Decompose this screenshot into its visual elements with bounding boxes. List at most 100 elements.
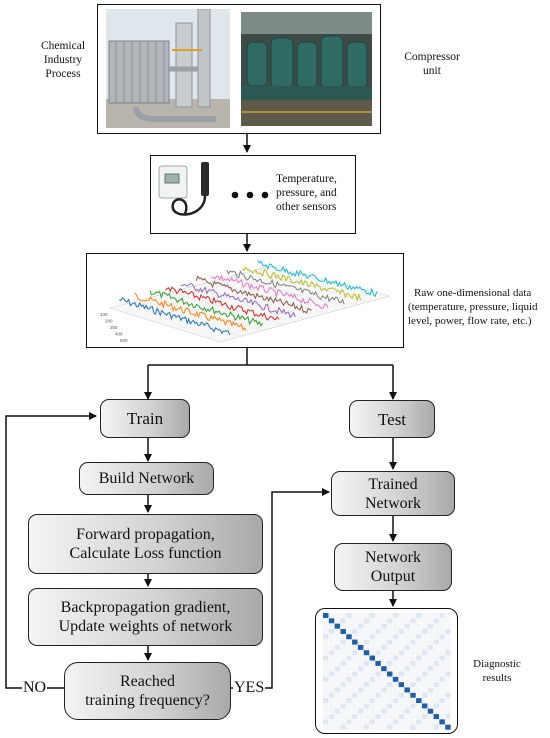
- matrix-cell: [334, 660, 341, 666]
- matrix-cell: [387, 634, 393, 640]
- matrix-cell: [346, 660, 352, 666]
- matrix-cell: [404, 666, 410, 672]
- matrix-cell: [328, 623, 335, 629]
- matrix-cell: [427, 724, 434, 730]
- ellipsis-dots: [229, 187, 271, 199]
- matrix-cell: [328, 724, 335, 730]
- matrix-cell: [352, 703, 358, 709]
- matrix-cell: [352, 650, 358, 656]
- matrix-cell: [363, 698, 370, 704]
- yes-label: YES: [233, 679, 266, 697]
- matrix-cell: [357, 692, 364, 698]
- matrix-cell: [410, 634, 416, 640]
- matrix-cell: [392, 714, 399, 720]
- matrix-cell: [346, 644, 352, 650]
- matrix-cell: [433, 698, 440, 704]
- matrix-cell: [375, 655, 381, 661]
- matrix-cell: [416, 687, 422, 693]
- matrix-cell: [334, 655, 341, 661]
- matrix-cell: [334, 703, 341, 709]
- matrix-cell: [369, 708, 376, 714]
- matrix-cell: [392, 698, 399, 704]
- matrix-cell: [352, 613, 358, 618]
- matrix-cell: [352, 698, 358, 704]
- matrix-cell: [363, 703, 370, 709]
- matrix-cell: [427, 692, 434, 698]
- matrix-cell: [328, 660, 335, 666]
- matrix-cell: [357, 687, 364, 693]
- matrix-cell: [334, 634, 341, 640]
- matrix-cell: [439, 666, 445, 672]
- matrix-cell: [404, 692, 410, 698]
- matrix-cell: [369, 687, 376, 693]
- matrix-cell: [416, 671, 422, 677]
- matrix-cell: [363, 634, 370, 640]
- matrix-diagonal-cell: [387, 671, 393, 677]
- matrix-cell: [439, 655, 445, 661]
- matrix-cell: [387, 676, 393, 682]
- matrix-cell: [433, 719, 440, 725]
- matrix-cell: [346, 666, 352, 672]
- matrix-cell: [421, 698, 428, 704]
- matrix-cell: [387, 682, 393, 688]
- matrix-cell: [346, 724, 352, 730]
- matrix-cell: [381, 676, 387, 682]
- matrix-cell: [375, 666, 381, 672]
- matrix-cell: [398, 650, 405, 656]
- plot-tick-label: 500: [120, 338, 128, 343]
- matrix-cell: [439, 650, 445, 656]
- matrix-cell: [410, 687, 416, 693]
- diagnostic-results-label: Diagnostic results: [462, 657, 532, 685]
- matrix-cell: [381, 724, 387, 730]
- matrix-cell: [433, 724, 440, 730]
- matrix-cell: [323, 628, 329, 634]
- matrix-cell: [427, 628, 434, 634]
- matrix-cell: [328, 676, 335, 682]
- matrix-cell: [369, 634, 376, 640]
- matrix-cell: [369, 714, 376, 720]
- matrix-cell: [404, 676, 410, 682]
- matrix-cell: [363, 660, 370, 666]
- matrix-diagonal-cell: [427, 708, 434, 714]
- matrix-cell: [398, 655, 405, 661]
- matrix-cell: [427, 650, 434, 656]
- matrix-cell: [369, 628, 376, 634]
- matrix-diagonal-cell: [357, 644, 364, 650]
- matrix-cell: [340, 698, 346, 704]
- matrix-cell: [323, 692, 329, 698]
- trained-label-line: Trained: [368, 475, 418, 493]
- matrix-diagonal-cell: [398, 682, 405, 688]
- matrix-cell: [433, 703, 440, 709]
- matrix-cell: [421, 671, 428, 677]
- matrix-cell: [352, 671, 358, 677]
- matrix-cell: [357, 666, 364, 672]
- matrix-cell: [410, 613, 416, 618]
- matrix-cell: [439, 644, 445, 650]
- reached-label-line: training frequency?: [85, 692, 210, 709]
- matrix-cell: [323, 666, 329, 672]
- matrix-cell: [375, 623, 381, 629]
- label-line: unit: [423, 65, 441, 77]
- matrix-cell: [381, 682, 387, 688]
- matrix-cell: [427, 714, 434, 720]
- matrix-cell: [340, 666, 346, 672]
- matrix-cell: [346, 714, 352, 720]
- label-line: Raw one-dimensional data: [414, 287, 532, 299]
- matrix-cell: [352, 708, 358, 714]
- reached-label-line: Reached: [119, 673, 176, 690]
- matrix-cell: [387, 666, 393, 672]
- matrix-cell: [433, 708, 440, 714]
- matrix-cell: [346, 639, 352, 645]
- matrix-cell: [381, 687, 387, 693]
- label-line: Industry: [43, 54, 83, 66]
- matrix-cell: [387, 724, 393, 730]
- matrix-cell: [416, 676, 422, 682]
- matrix-cell: [404, 623, 410, 629]
- matrix-cell: [323, 634, 329, 640]
- matrix-cell: [381, 692, 387, 698]
- train-box: Train: [100, 399, 190, 438]
- matrix-cell: [427, 671, 434, 677]
- matrix-cell: [340, 692, 346, 698]
- matrix-cell: [439, 676, 445, 682]
- matrix-cell: [352, 724, 358, 730]
